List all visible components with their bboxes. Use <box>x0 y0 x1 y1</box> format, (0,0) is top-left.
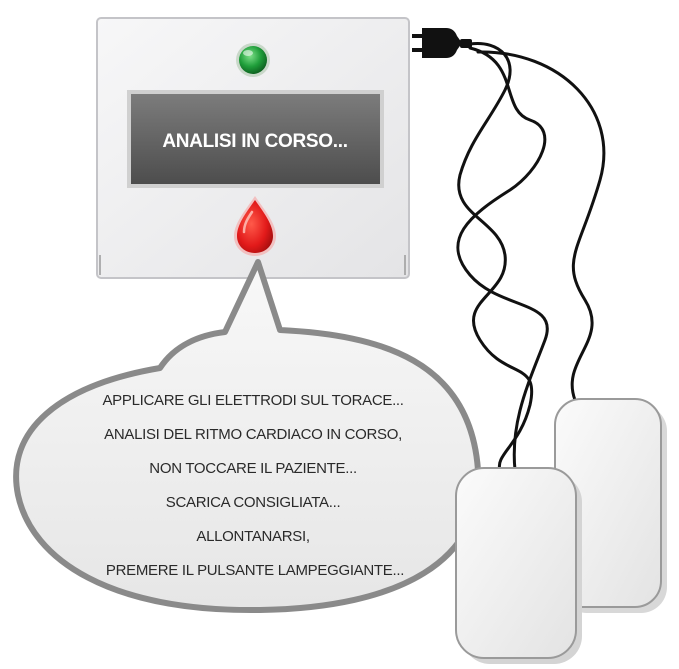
bubble-line: ALLONTANARSI, <box>196 528 309 545</box>
electrode-pad-front <box>456 468 582 664</box>
bubble-line: NON TOCCARE IL PAZIENTE... <box>149 460 357 477</box>
speech-bubble: APPLICARE GLI ELETTRODI SUL TORACE... AN… <box>16 262 478 610</box>
electrode-pad-icon <box>456 399 667 664</box>
bubble-line: SCARICA CONSIGLIATA... <box>166 494 341 511</box>
bubble-line: APPLICARE GLI ELETTRODI SUL TORACE... <box>102 392 403 409</box>
bubble-line: ANALISI DEL RITMO CARDIACO IN CORSO, <box>104 426 402 443</box>
bubble-line: PREMERE IL PULSANTE LAMPEGGIANTE... <box>106 562 404 579</box>
status-light-icon <box>236 43 270 77</box>
aed-device: ANALISI IN CORSO... <box>97 18 409 278</box>
pad-cable-1 <box>458 48 548 470</box>
display-text: ANALISI IN CORSO... <box>162 131 347 152</box>
device-display: ANALISI IN CORSO... <box>127 90 384 188</box>
power-plug-icon <box>412 28 472 58</box>
